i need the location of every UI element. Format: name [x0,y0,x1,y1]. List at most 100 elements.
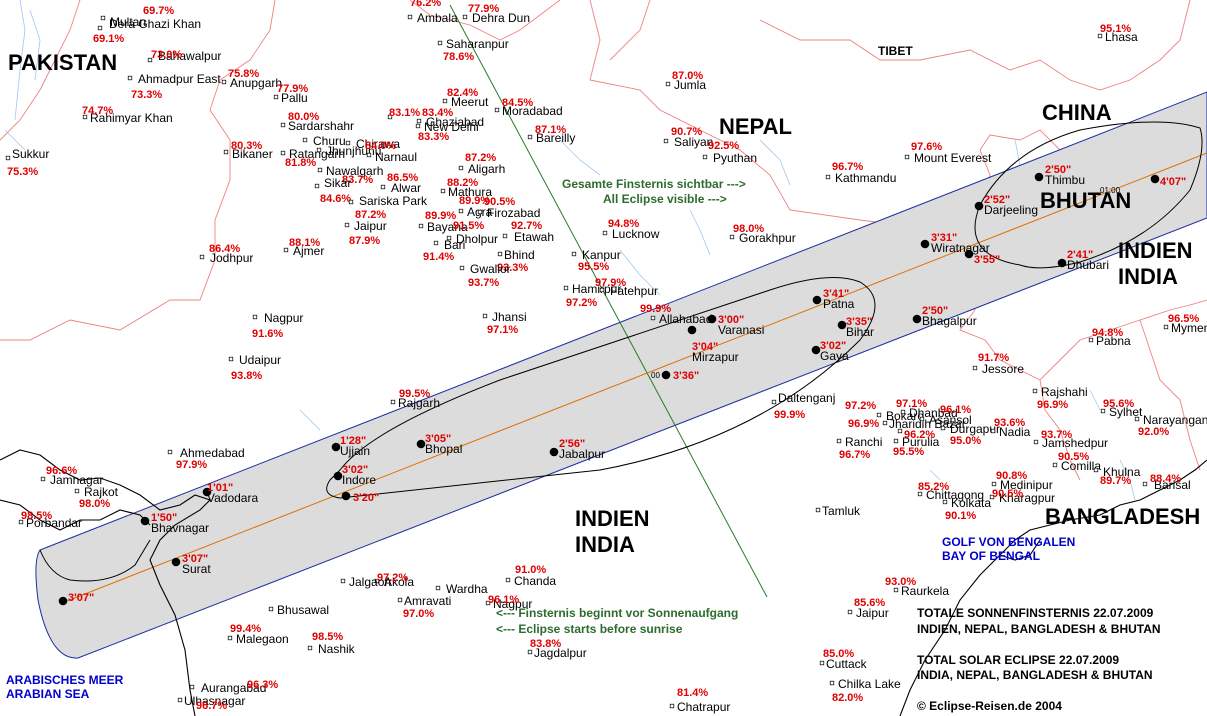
city-new-delhi-marker [415,123,421,129]
city-jagdalpur-name: Jagdalpur [534,646,587,660]
city-amravati-name: Amravati [404,594,451,608]
time-label-1: 01:00 [1100,186,1121,195]
city-multan-percent: 69.7% [143,5,174,17]
city-jaipur-marker [344,222,350,228]
city-wardha-name: Wardha [446,582,488,596]
city-multan-marker [100,15,106,21]
title-line-0: TOTALE SONNENFINSTERNIS 22.07.2009 [917,606,1154,620]
city-jhansi-percent: 97.1% [487,324,518,336]
totality-point-thimbu-duration: 2'50" [1045,164,1071,176]
city-mount-everest-name: Mount Everest [914,151,992,165]
city-jalgaon-name: Jalgaon [349,575,391,589]
city-ghaziabad-percent: 83.4% [422,107,453,119]
city-aurangabad-marker [189,684,195,690]
city-meerut-name: Meerut [451,95,489,109]
city-hamirpur-percent: 97.2% [566,297,597,309]
city-kathmandu-percent: 96.7% [832,161,863,173]
city-bokaro-marker [876,412,882,418]
city-jaipur-marker [847,609,853,615]
city-jhansi-name: Jhansi [492,310,527,324]
city-etawah-name: Etawah [514,230,554,244]
city-bahawalpur-marker [147,57,153,63]
city-ghaziabad-marker [416,118,422,124]
city-daltenganj-name: Daltenganj [778,391,835,405]
city-saliyan-name: Saliyan [674,135,713,149]
city-barisal-name: Barisal [1154,478,1191,492]
city-sukkur-percent: 75.3% [7,166,38,178]
city-sukkur-name: Sukkur [12,147,49,161]
city-rajshahi-name: Rajshahi [1041,385,1088,399]
totality-point-wiratnagar-dot [920,239,930,249]
totality-point-vadodara-name: Vadodara [207,491,258,505]
city-pyuthan-percent: 92.5% [708,140,739,152]
city-lucknow-marker [602,230,608,236]
title-line-2: TOTAL SOLAR ECLIPSE 22.07.2009 [917,653,1119,667]
city-firozabad-name: Firozabad [487,206,540,220]
city-ambala-marker [407,14,413,20]
city-comilla-name: Comilla [1061,459,1101,473]
totality-point-indore-duration: 3'02" [342,464,368,476]
city-pyuthan-marker [702,154,708,160]
city-narnaul-marker [366,152,372,158]
city-jodhpur-marker [199,254,205,260]
city-purulia-marker [893,438,899,444]
city-sylhet-percent: 95.6% [1103,398,1134,410]
title-line-3: INDIA, NEPAL, BANGLADESH & BHUTAN [917,668,1153,682]
city-malegaon-marker [227,635,233,641]
city-cuttack-marker [819,660,825,666]
city-jumla-name: Jumla [674,78,706,92]
sea-label-bay-of-bengal-1: BAY OF BENGAL [942,549,1040,563]
city-nawalgarh-name: Nawalgarh [326,164,383,178]
city-jhunjhunu-marker [316,147,322,153]
city-ahmedabad-name: Ahmedabad [180,446,245,460]
city-agra-marker [458,208,464,214]
city-fatehpur-percent: 97.9% [595,277,626,289]
city-ambala-percent: 76.2% [410,0,441,9]
city-narnaul-name: Narnaul [375,150,417,164]
city-udaipur-name: Udaipur [239,353,281,367]
city-sardarshahr-percent: 80.0% [288,111,319,123]
city-jagdalpur-percent: 83.8% [530,638,561,650]
totality-point-ujjain-name: Ujjain [340,444,370,458]
city-amravati-marker [397,597,403,603]
city-pabna-percent: 94.8% [1092,327,1123,339]
city-allahabad-marker [650,315,656,321]
totality-point-bhavnagar-name: Bhavnagar [151,521,209,535]
coastline [0,449,1207,716]
totality-point-bhopal-dot [416,439,426,449]
central-line [61,152,1207,604]
city-alwar-marker [380,184,386,190]
city-anupgarh-marker [221,79,227,85]
city-asansol-name: Asansol [929,413,972,427]
city-meerut-marker [442,98,448,104]
region-label-bangladesh-0: BANGLADESH [1045,504,1200,529]
totality-point-wiratnagar-name: Wiratnagar [931,241,990,255]
sea-label-arabian-sea-0: ARABISCHES MEER [6,673,124,687]
totality-point-mirzapur-name: Mirzapur [692,350,739,364]
city-dholpur-percent: 91.5% [453,220,484,232]
city-lucknow-name: Lucknow [612,227,660,241]
city-akola-marker [374,578,380,584]
city-chanda-percent: 91.0% [515,564,546,576]
city-new-delhi-percent: 83.3% [418,131,449,143]
city-bayana-name: Bayana [427,220,468,234]
totality-point-wiratnagar-duration: 3'31" [931,232,957,244]
city-asansol-percent: 96.1% [940,404,971,416]
city-gwalior-percent: 93.7% [468,277,499,289]
city-ahmadpur-east-percent: 73.3% [131,89,162,101]
city-sariska-park-percent: 87.2% [355,209,386,221]
city-nadia-marker [990,428,996,434]
city-malegaon-name: Malegaon [236,632,289,646]
city-barisal-percent: 88.4% [1150,473,1181,485]
city-narayanganj-percent: 92.0% [1138,426,1169,438]
city-unnamed-69-percent: 96.2% [904,429,935,441]
totality-point-patna-name: Patna [823,297,855,311]
city-bari-marker [433,240,439,246]
city-ulhasnagar-marker [177,697,183,703]
city-jumla-marker [665,81,671,87]
city-etawah-percent: 92.7% [511,220,542,232]
totality-point-20-duration: 4'07" [1160,176,1186,188]
city-dera-ghazi-khan-percent: 69.1% [93,33,124,45]
city-dehra-dun-name: Dehra Dun [472,11,530,25]
city-multan-name: Multan [110,15,146,29]
